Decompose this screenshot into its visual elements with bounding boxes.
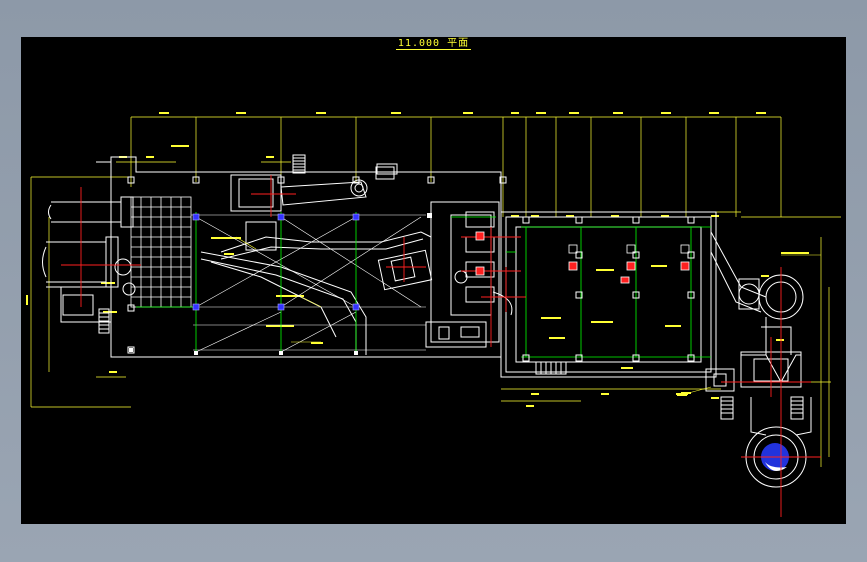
column-grid-green [136, 212, 711, 358]
bottom-node-dots [129, 213, 432, 355]
dimension-text-marks [26, 112, 809, 407]
cad-plan-drawing [26, 112, 841, 517]
ducts-and-equipment [200, 166, 513, 355]
heat-exchanger-block [130, 196, 192, 308]
valve-markers [475, 231, 690, 284]
top-dimension-lines [30, 116, 841, 467]
plan-title-wrap: 11.000 平面 [21, 34, 846, 50]
section-cut-lines [61, 175, 821, 517]
bracing-lines [191, 214, 426, 353]
cyclone-and-duct [705, 231, 812, 488]
building-outline [96, 154, 717, 378]
plan-title: 11.000 平面 [395, 38, 472, 50]
column-nodes [127, 176, 695, 362]
drawing-sheet[interactable]: 11.000 平面 [21, 37, 846, 524]
stack-highlight [765, 462, 787, 471]
leader-lines [235, 236, 821, 396]
highlighted-column-nodes [192, 213, 360, 311]
inlet-pipes [42, 196, 136, 323]
